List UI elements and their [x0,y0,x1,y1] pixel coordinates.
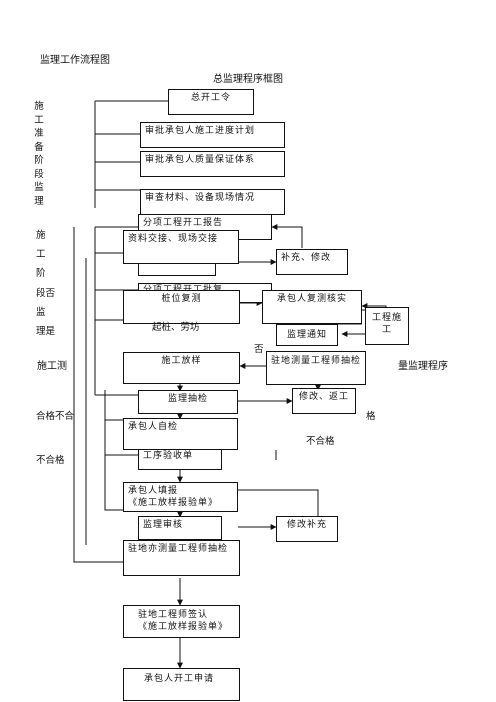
construct-stage-char-2: 工 [36,249,46,260]
construct-stage-mid: 段否 [36,288,56,299]
construct-stage-char-3: 阶 [36,268,46,279]
construct-stage-char-1: 施 [36,230,46,241]
handover-separator [138,264,216,276]
fail-label-right-1: 格 [366,411,376,422]
process-acceptance-box: 工序验收单 [138,449,222,470]
fail-label-left-1: 合格不合 [36,411,75,422]
prep-stage-label-text: 施工准备阶段监理 [34,101,44,207]
pile-recheck-box: 桩位复测 [123,290,240,324]
prep-stage-label: 施工准备阶段监理 [33,100,45,208]
fail-label-left-2: 不合格 [36,455,65,466]
construction-layout-box: 施工放样 [123,352,240,384]
modify-rework-box: 修改、返工 [292,388,356,414]
approve-quality-box: 审批承包人质量保证体系 [140,151,285,177]
supervision-notice-box: 监理通知 [276,324,338,346]
survey-label-right: 量监理程序 [398,361,448,372]
supervisor-review-box: 监理审核 [138,516,222,540]
review-materials-box: 审查材料、设备现场情况 [140,189,285,215]
contractor-selfcheck-box: 承包人自检 [123,418,238,450]
contractor-recheck-box: 承包人复测核实 [262,290,362,324]
fail-label-mid: 不合格 [306,436,335,447]
diagram-title: 总监理程序框图 [213,74,283,85]
construct-stage-char-5: 理是 [36,326,56,337]
modify-supplement-box: 修改补充 [276,516,338,542]
no-label: 否 [254,344,264,355]
contractor-start-request-box: 承包人开工申请 [123,668,240,701]
survey-label-left: 施工测 [37,361,67,372]
data-handover-box: 资料交接、现场交接 [123,230,239,264]
contractor-fill-box: 承包人填报 《施工放样报验单》 [123,482,238,512]
resident-survey-check-box: 驻地测量工程师抽检 [266,351,366,385]
start-order-box: 总开工令 [168,89,254,115]
engineering-construct-box: 工程施工 [365,307,409,345]
approve-schedule-box: 审批承包人施工进度计划 [140,122,285,148]
supervisor-sampling-box: 监理抽检 [138,390,238,414]
resident-sign-box: 驻地工程师签认 《施工放样报验单》 [123,605,240,638]
benchmark-text: 起桩、劳坊 [152,322,200,333]
resident-survey-recheck-box: 驻地亦测量工程师抽检 [123,540,240,576]
construct-stage-char-4: 监 [36,307,46,318]
page-title: 监理工作流程图 [40,55,110,66]
supplement-modify-box: 补充、修改 [276,249,348,275]
